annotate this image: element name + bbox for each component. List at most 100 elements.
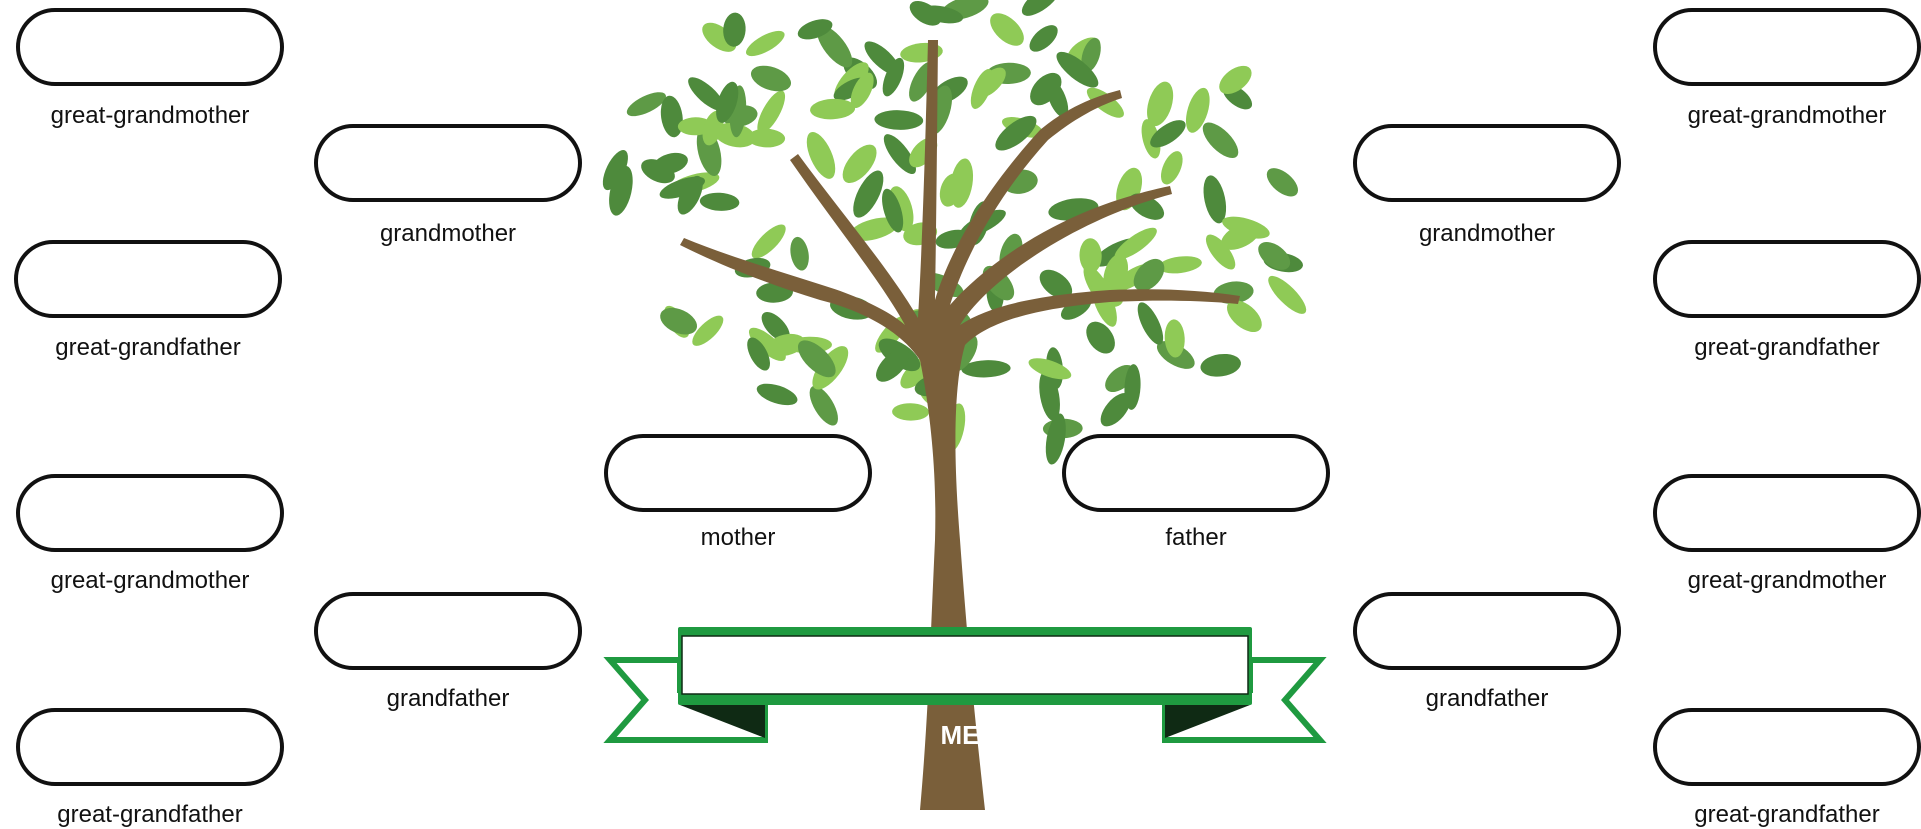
leaf — [761, 312, 790, 342]
leaf — [1029, 25, 1058, 52]
name-field-grandfather-left[interactable] — [314, 592, 582, 670]
leaf — [883, 134, 916, 175]
leaf — [1114, 227, 1157, 260]
name-field-great-grandmother-1[interactable] — [16, 8, 284, 86]
leaf — [1030, 72, 1062, 106]
slot-great-grandfather-2: great-grandfather — [16, 0, 284, 828]
leaf — [850, 72, 874, 108]
leaf — [882, 188, 904, 233]
leaf — [609, 165, 633, 216]
slot-grandmother-right: grandmother — [1353, 0, 1621, 247]
name-field-grandmother-right[interactable] — [1353, 124, 1621, 202]
label-grandmother-right: grandmother — [1418, 220, 1556, 247]
slot-great-grandmother-1: great-grandmother — [16, 0, 284, 129]
slot-mother: mother — [604, 0, 872, 551]
leaf — [692, 315, 724, 346]
leaf — [874, 110, 924, 130]
label-mother: mother — [700, 524, 776, 551]
leaf — [688, 77, 725, 111]
leaf — [1150, 120, 1186, 148]
name-field-grandfather-right[interactable] — [1353, 592, 1621, 670]
slot-grandmother-left: grandmother — [314, 0, 582, 247]
ribbon-fold-left — [680, 705, 765, 738]
label-father: father — [1165, 524, 1227, 551]
leaf — [750, 65, 792, 92]
leaf — [677, 175, 703, 215]
name-field-mother[interactable] — [604, 434, 872, 512]
leaf — [853, 170, 884, 218]
leaf — [1039, 370, 1060, 421]
leaf — [723, 12, 746, 47]
leaf — [747, 128, 786, 148]
leaf — [1079, 238, 1102, 273]
leaf — [1039, 269, 1073, 299]
leaf — [961, 360, 1011, 378]
leaf — [660, 95, 683, 138]
label-great-grandfather-1: great-grandfather — [55, 334, 241, 361]
name-field-great-grandfather-4[interactable] — [1653, 708, 1921, 786]
leaf — [660, 307, 698, 335]
leaf — [797, 340, 836, 378]
leaf — [920, 5, 964, 24]
leaf — [1202, 122, 1239, 159]
leaf — [1028, 358, 1072, 380]
label-great-grandmother-3: great-grandmother — [1687, 102, 1887, 129]
leaf — [1141, 119, 1161, 159]
leaf — [809, 385, 838, 426]
slot-great-grandmother-4: great-grandmother — [1653, 0, 1921, 594]
leaf — [975, 67, 1006, 98]
leaf — [602, 150, 628, 191]
label-great-grandmother-2: great-grandmother — [50, 567, 250, 594]
slot-grandfather-right: grandfather — [1353, 0, 1621, 712]
label-great-grandmother-4: great-grandmother — [1687, 567, 1887, 594]
leaf — [1258, 241, 1291, 270]
label-grandfather-right: grandfather — [1425, 685, 1549, 712]
name-field-great-grandfather-3[interactable] — [1653, 240, 1921, 318]
me-label: ME — [940, 720, 980, 750]
leaf — [892, 403, 930, 421]
name-field-father[interactable] — [1062, 434, 1330, 512]
leaf — [1086, 321, 1115, 354]
leaf — [748, 327, 786, 362]
label-great-grandfather-2: great-grandfather — [57, 801, 243, 828]
leaf — [797, 19, 833, 40]
leaf — [751, 224, 786, 259]
leaf — [810, 98, 856, 120]
slot-father: father — [1062, 0, 1330, 551]
leaf — [1200, 353, 1241, 377]
leaf — [1045, 413, 1066, 465]
leaf — [849, 217, 899, 241]
leaf — [1222, 216, 1270, 239]
name-field-great-grandmother-4[interactable] — [1653, 474, 1921, 552]
leaf — [1137, 302, 1164, 345]
label-grandfather-left: grandfather — [386, 685, 510, 712]
leaf — [699, 192, 740, 211]
leaf — [995, 115, 1037, 151]
leaf — [1219, 65, 1252, 94]
leaf — [990, 13, 1024, 46]
name-field-great-grandmother-2[interactable] — [16, 474, 284, 552]
leaf — [1203, 175, 1227, 224]
label-great-grandfather-4: great-grandfather — [1694, 801, 1880, 828]
ribbon-name-field[interactable] — [681, 635, 1249, 695]
name-field-great-grandmother-3[interactable] — [1653, 8, 1921, 86]
leaf — [1021, 0, 1060, 16]
slot-great-grandmother-2: great-grandmother — [16, 0, 284, 594]
name-field-great-grandfather-2[interactable] — [16, 708, 284, 786]
leaf — [876, 348, 909, 382]
slot-great-grandmother-3: great-grandmother — [1653, 0, 1921, 129]
name-field-grandmother-left[interactable] — [314, 124, 582, 202]
leaf — [1081, 37, 1101, 72]
leaf — [1133, 258, 1165, 291]
name-field-great-grandfather-1[interactable] — [14, 240, 282, 318]
leaf — [790, 236, 809, 271]
leaf — [1100, 392, 1131, 427]
leaf — [641, 159, 675, 184]
leaf — [702, 22, 737, 52]
slot-great-grandfather-3: great-grandfather — [1653, 0, 1921, 361]
leaf — [756, 383, 798, 406]
leaf — [1160, 151, 1183, 185]
leaf — [1266, 168, 1299, 197]
